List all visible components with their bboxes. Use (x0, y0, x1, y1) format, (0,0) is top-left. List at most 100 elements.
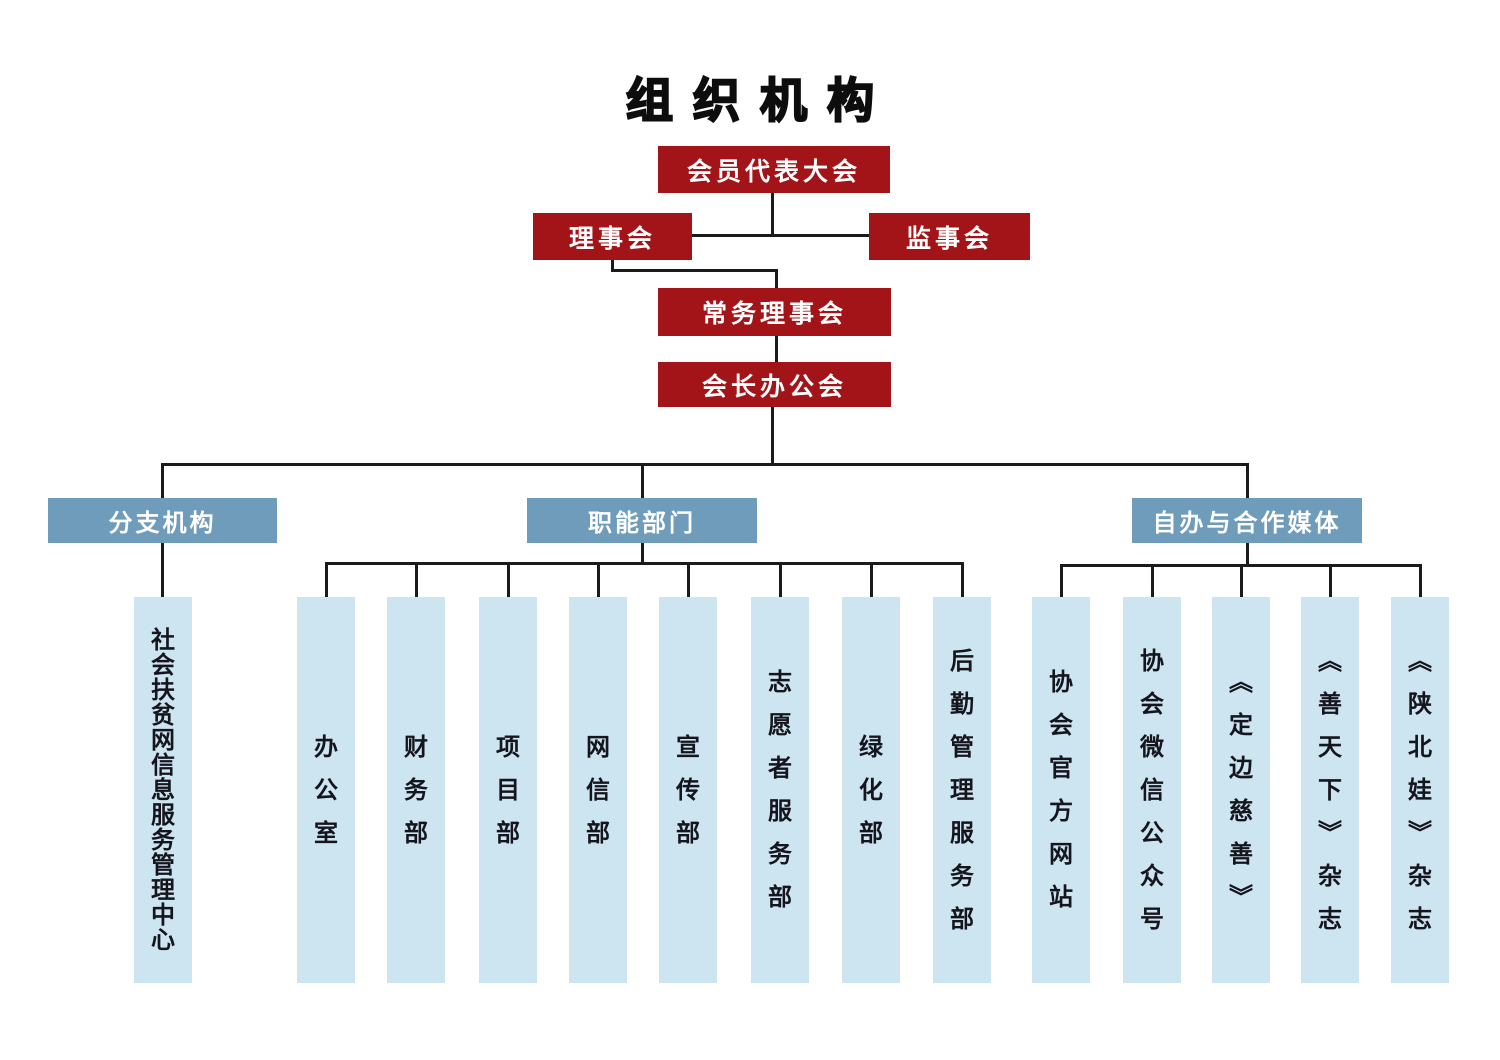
column-label-char: 息 (151, 776, 175, 804)
column-label-char: ︽ (1318, 647, 1342, 675)
column-label-char: 勤 (950, 690, 974, 718)
column-label-char: 微 (1140, 733, 1164, 761)
column-label-char: 众 (1140, 862, 1164, 890)
node-council: 理事会 (533, 213, 692, 260)
connector-line (1240, 564, 1243, 597)
column-label-char: 目 (496, 776, 520, 804)
column-shantianxia-magazine: ︽ 善天下 ︾ 杂志 (1301, 597, 1359, 983)
column-label-char: 公 (1140, 819, 1164, 847)
connector-line (771, 193, 774, 237)
column-label-char: 服 (768, 798, 792, 825)
column-label-char: ︽ (1408, 647, 1432, 675)
page-title: 组织机构 (625, 73, 894, 128)
column-label-char: 管 (151, 851, 175, 879)
node-standing-council: 常务理事会 (658, 288, 891, 336)
column-label-char: 理 (950, 776, 974, 804)
node-president-office: 会长办公会 (658, 362, 891, 407)
column-label-char: 志 (1318, 905, 1342, 933)
connector-line (771, 407, 774, 466)
column-label-char: 贫 (151, 701, 175, 729)
connector-line (611, 260, 614, 272)
column-label-char: 天 (1318, 733, 1342, 761)
column-shanbeiwa-magazine: ︽陕北娃︾杂志 (1391, 597, 1449, 983)
column-label-char: 扶 (151, 676, 175, 704)
connector-line (161, 463, 164, 498)
connector-line (779, 562, 782, 597)
column-label-char: 方 (1049, 798, 1073, 825)
column-label-char: 项 (496, 733, 520, 761)
column-label-char: ︽ (1229, 669, 1253, 696)
column-project-dept: 项目部 (479, 597, 537, 983)
column-label-char: 服 (950, 819, 974, 847)
column-publicity-dept: 宣传部 (659, 597, 717, 983)
connector-line (1246, 543, 1249, 567)
column-label-char: 下 (1318, 776, 1342, 804)
connector-line (507, 562, 510, 597)
connector-line (1329, 564, 1332, 597)
connector-line (325, 562, 964, 565)
column-label-char: 网 (586, 733, 610, 761)
column-label-char: 宣 (676, 733, 700, 761)
column-label-char: 善 (1318, 690, 1342, 718)
connector-line (161, 543, 164, 597)
column-label-char: 公 (314, 776, 338, 804)
column-label-char: 部 (768, 884, 792, 911)
column-label-char: 务 (151, 826, 175, 854)
column-label-char: 部 (859, 819, 883, 847)
connector-line (597, 562, 600, 597)
connector-line (161, 463, 1249, 466)
column-label-char: 部 (496, 819, 520, 847)
column-label-char: 理 (151, 876, 175, 904)
column-volunteer-service-dept: 志愿者服务部 (751, 597, 809, 983)
connector-line (775, 269, 778, 288)
column-label-char: 站 (1049, 884, 1073, 911)
column-label-char: 志 (768, 669, 792, 696)
column-label-char: ︾ (1408, 819, 1432, 847)
connector-line (1151, 564, 1154, 597)
column-label-char: 办 (314, 733, 338, 761)
column-label-char: ︾ (1229, 884, 1253, 911)
connector-line (641, 463, 644, 498)
connector-line (641, 543, 644, 565)
column-label-char: 娃 (1408, 776, 1432, 804)
node-member-assembly: 会员代表大会 (658, 146, 890, 193)
column-greening-dept: 绿化部 (842, 597, 900, 983)
column-label-char: 网 (1049, 841, 1073, 868)
column-label-char: 管 (950, 733, 974, 761)
column-label-char: 化 (859, 776, 883, 804)
column-label-char: 财 (404, 733, 428, 761)
column-label-char: 愿 (768, 712, 792, 739)
column-label-char: 室 (314, 819, 338, 847)
column-internet-info-dept: 网信部 (569, 597, 627, 983)
column-label-char: 者 (768, 755, 792, 782)
column-label-char: 会 (1049, 712, 1073, 739)
column-label-char: 杂 (1318, 862, 1342, 890)
column-dingbian-charity-magazine: ︽定边慈善︾ (1212, 597, 1270, 983)
connector-line (1246, 463, 1249, 498)
column-label-char: 协 (1049, 669, 1073, 696)
column-label-char: 会 (1140, 690, 1164, 718)
column-label-char: 陕 (1408, 690, 1432, 718)
column-official-website: 协会官方网站 (1032, 597, 1090, 983)
column-finance-dept: 财务部 (387, 597, 445, 983)
column-label-char: 信 (1140, 776, 1164, 804)
column-label-char: 协 (1140, 647, 1164, 675)
column-label-char: 社 (151, 626, 175, 654)
node-supervisory-board: 监事会 (869, 213, 1030, 260)
column-label-char: 志 (1408, 905, 1432, 933)
column-label-char: 后 (950, 647, 974, 675)
column-label-char: 务 (768, 841, 792, 868)
column-label-char: 服 (151, 801, 175, 829)
column-label-char: ︾ (1318, 819, 1342, 847)
group-header-media: 自办与合作媒体 (1132, 498, 1362, 543)
column-label-char: 信 (586, 776, 610, 804)
connector-line (775, 336, 778, 362)
connector-line (870, 562, 873, 597)
column-label-char: 务 (404, 776, 428, 804)
connector-line (325, 562, 328, 597)
column-label-char: 务 (950, 862, 974, 890)
connector-line (1419, 564, 1422, 597)
column-label-char: 部 (950, 905, 974, 933)
column-label-char: 号 (1140, 905, 1164, 933)
